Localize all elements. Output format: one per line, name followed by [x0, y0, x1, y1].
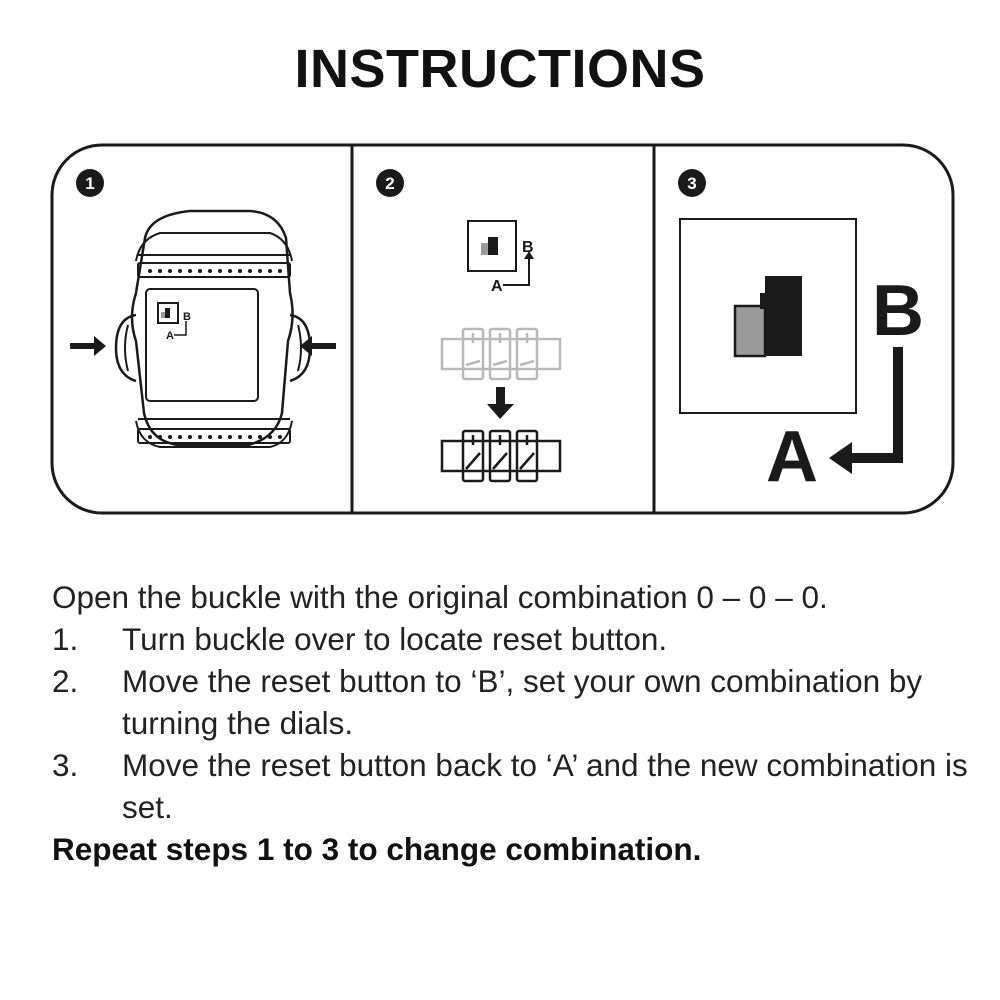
- reset-button-icon: [165, 308, 170, 318]
- label-a: A: [491, 278, 503, 295]
- panel-3: 3 B A: [678, 169, 924, 497]
- label-b: B: [872, 271, 924, 351]
- dials-before: [440, 327, 562, 381]
- label-a: A: [766, 417, 818, 497]
- step-number: 1: [85, 174, 94, 193]
- panels-frame: [50, 143, 955, 515]
- label-b: B: [183, 311, 191, 323]
- step-text: Turn buckle over to locate reset button.: [122, 621, 668, 657]
- label-a: A: [166, 330, 174, 342]
- reset-arrow-icon: [503, 257, 530, 286]
- reset-button-icon: [481, 243, 488, 255]
- reset-button-box: [467, 220, 517, 272]
- step-item: 1. Turn buckle over to locate reset butt…: [52, 618, 982, 660]
- down-arrow-icon: [487, 387, 514, 419]
- panels-illustration: 1 B: [50, 143, 955, 515]
- press-arrow-icon: [300, 336, 336, 356]
- buckle-teeth: [148, 269, 282, 439]
- step-number-badge: [76, 169, 104, 197]
- press-arrow-icon: [70, 336, 106, 356]
- reset-arrow-icon: [174, 321, 187, 336]
- reset-button-closeup: [679, 218, 857, 414]
- step-number: 2.: [52, 663, 79, 699]
- step-number: 2: [385, 174, 394, 193]
- reset-arrow-icon: [524, 251, 534, 259]
- reset-button-icon: [488, 237, 498, 255]
- dials-after: [440, 429, 562, 483]
- step-number: 3: [687, 174, 696, 193]
- reset-button-icon: [733, 304, 767, 358]
- step-item: 3. Move the reset button back to ‘A’ and…: [52, 744, 982, 828]
- reset-button-icon: [161, 312, 165, 318]
- instruction-panels: 1 B: [50, 143, 955, 515]
- intro-text: Open the buckle with the original combin…: [52, 579, 828, 615]
- instructions-text: Open the buckle with the original combin…: [52, 576, 982, 870]
- step-number: 3.: [52, 747, 79, 783]
- reset-button-icon: [760, 293, 770, 309]
- step-number: 1.: [52, 621, 79, 657]
- panel-1: 1 B: [70, 169, 336, 448]
- step-number-badge: [376, 169, 404, 197]
- buckle-illustration: [114, 209, 312, 448]
- label-b: B: [522, 239, 534, 256]
- step-number-badge: [678, 169, 706, 197]
- repeat-note: Repeat steps 1 to 3 to change combinatio…: [52, 831, 702, 867]
- step-text: Move the reset button back to ‘A’ and th…: [122, 747, 968, 825]
- step-text: Move the reset button to ‘B’, set your o…: [122, 663, 923, 741]
- step-item: 2. Move the reset button to ‘B’, set you…: [52, 660, 982, 744]
- page-title: INSTRUCTIONS: [294, 39, 706, 99]
- reset-button-icon: [765, 276, 802, 356]
- panel-2: 2 B A: [376, 169, 562, 483]
- reset-arrow-icon: [829, 347, 903, 474]
